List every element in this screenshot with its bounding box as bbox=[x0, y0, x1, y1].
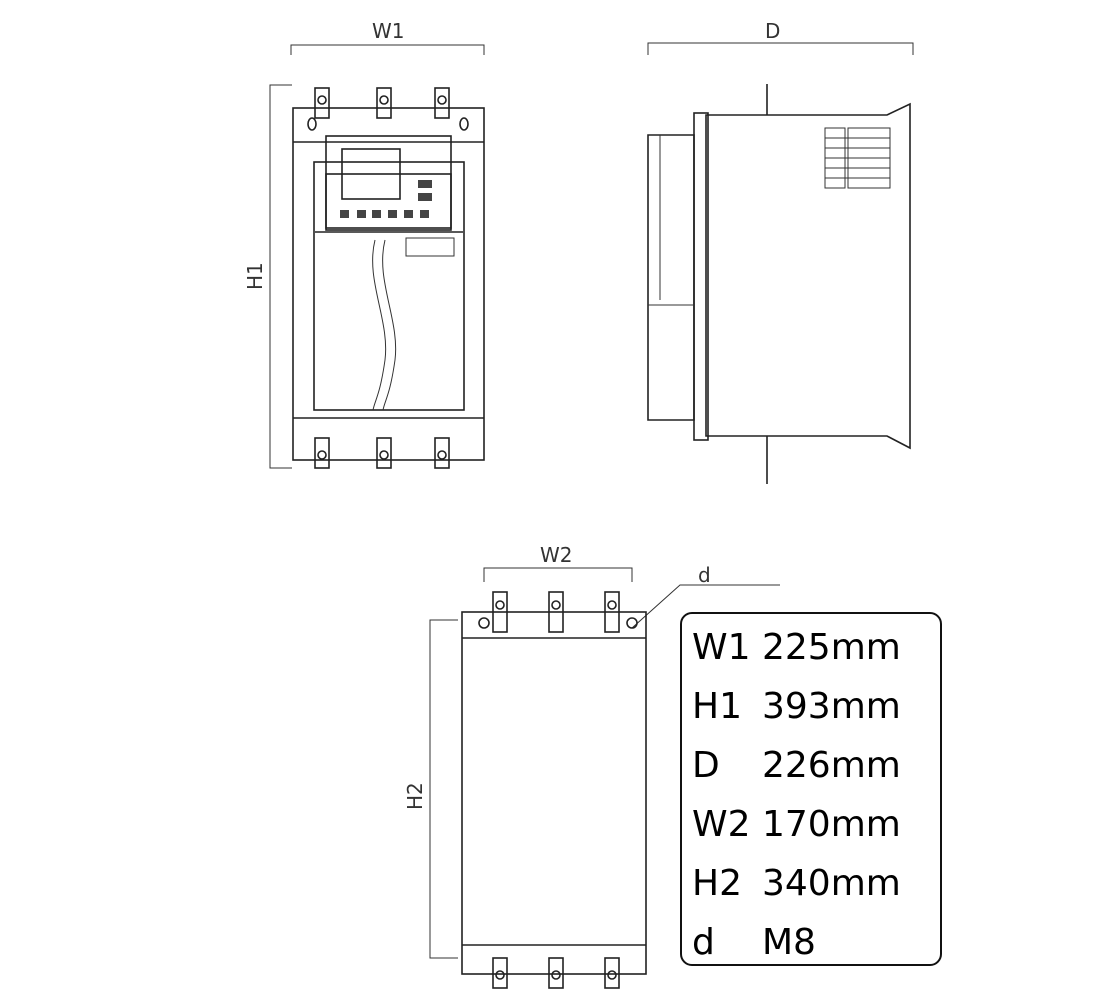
spec-row-w2: W2 170mm bbox=[692, 795, 940, 854]
w2-label: W2 bbox=[540, 543, 573, 567]
spec-value: 393mm bbox=[762, 686, 901, 727]
spec-key: D bbox=[692, 745, 720, 786]
front-view: W1 H1 bbox=[243, 19, 485, 469]
h2-label: H2 bbox=[403, 782, 427, 810]
vent-slots bbox=[824, 127, 891, 189]
spec-value: 340mm bbox=[762, 863, 901, 904]
spec-row-h1: H1 393mm bbox=[692, 677, 940, 736]
side-view: D bbox=[647, 19, 914, 484]
mounting-view: W2 H2 d bbox=[403, 543, 780, 989]
dimension-spec-table: W1 225mm H1 393mm D 226mm W2 170mm H2 340mm d… bbox=[680, 612, 942, 966]
spec-row-d: D 226mm bbox=[692, 736, 940, 795]
spec-value: 170mm bbox=[762, 804, 901, 845]
spec-key: H1 bbox=[692, 686, 742, 727]
spec-value: 225mm bbox=[762, 627, 901, 668]
d-hole-label: d bbox=[698, 563, 711, 587]
spec-key: W2 bbox=[692, 804, 751, 845]
top-terminals bbox=[307, 87, 469, 131]
spec-row-hole: d M8 bbox=[692, 913, 940, 972]
spec-row-h2: H2 340mm bbox=[692, 854, 940, 913]
spec-key: H2 bbox=[692, 863, 742, 904]
h1-label: H1 bbox=[243, 262, 267, 290]
bottom-terminals bbox=[314, 437, 450, 469]
spec-key: W1 bbox=[692, 627, 751, 668]
spec-value: 226mm bbox=[762, 745, 901, 786]
spec-key: d bbox=[692, 922, 715, 963]
d-dimension-label: D bbox=[765, 19, 780, 43]
w1-label: W1 bbox=[372, 19, 405, 43]
spec-value: M8 bbox=[762, 922, 816, 963]
spec-row-w1: W1 225mm bbox=[692, 618, 940, 677]
